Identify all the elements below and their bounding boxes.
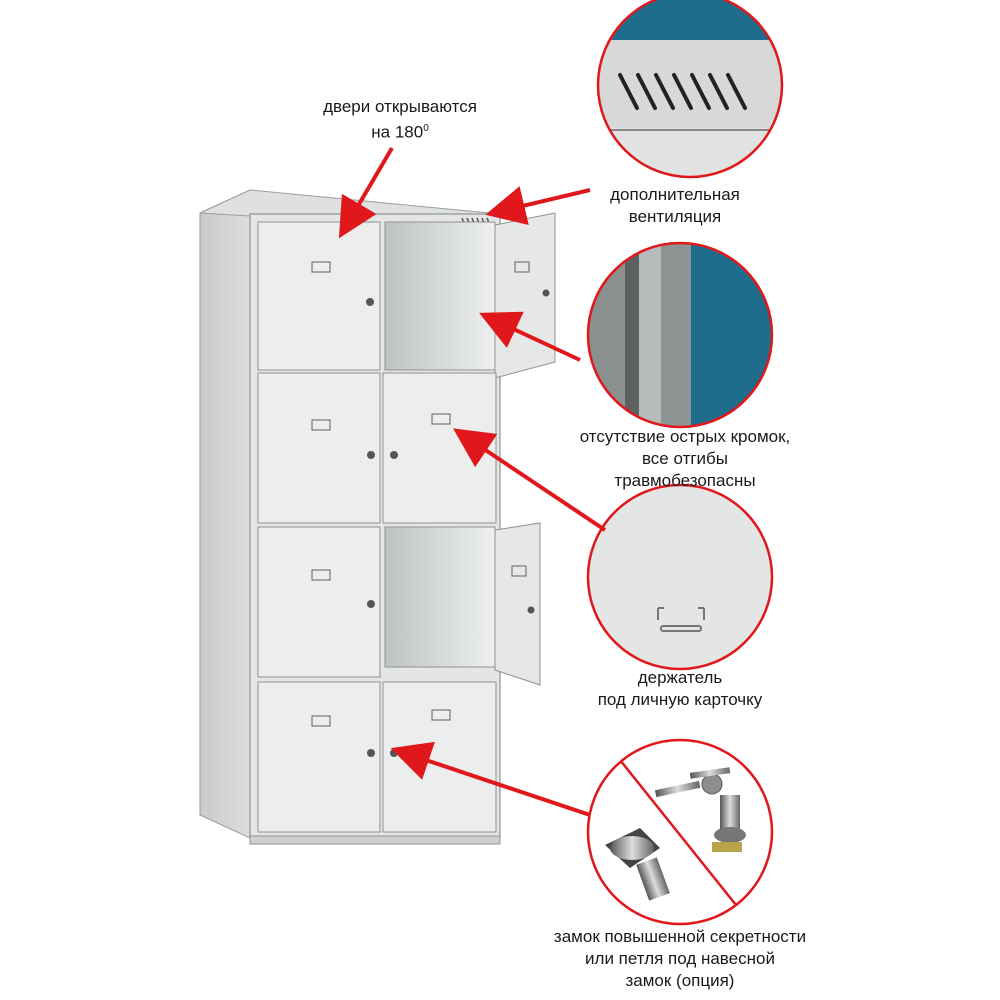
padlock-hasp-icon bbox=[605, 828, 670, 901]
open-compartment bbox=[384, 221, 496, 371]
cabinet-top bbox=[199, 189, 501, 217]
label-card-holder-line1: держатель bbox=[637, 668, 723, 687]
annotation-arrows bbox=[338, 146, 607, 817]
open-locker-door[interactable] bbox=[494, 522, 541, 686]
label-ventilation-line1: дополнительная bbox=[610, 185, 740, 204]
locker-door[interactable] bbox=[257, 221, 381, 371]
label-card-holder: держатель под личную карточку bbox=[565, 667, 795, 711]
label-lock-line3: замок (опция) bbox=[625, 971, 735, 990]
detail-safe-edges bbox=[586, 241, 774, 429]
arrow-ventilation bbox=[485, 186, 591, 226]
label-ventilation: дополнительная вентиляция bbox=[575, 184, 775, 228]
label-doors-line2: на 1800 bbox=[371, 122, 429, 142]
open-compartment bbox=[384, 526, 496, 668]
locker-cabinet bbox=[199, 189, 556, 845]
label-ventilation-line2: вентиляция bbox=[628, 207, 722, 226]
detail-ventilation bbox=[596, 0, 784, 179]
detail-lock bbox=[586, 738, 774, 926]
label-lock-line1: замок повышенной секретности bbox=[553, 927, 807, 946]
locker-door[interactable] bbox=[257, 372, 381, 524]
label-lock-line2: или петля под навесной bbox=[585, 949, 775, 968]
label-doors-line1: двери открываются bbox=[323, 97, 477, 116]
card-holder-icon bbox=[311, 261, 530, 727]
cam-lock-icon bbox=[712, 795, 746, 852]
label-edges-line2: все отгибы bbox=[641, 449, 729, 468]
arrow-lock bbox=[390, 741, 591, 817]
arrow-edges bbox=[479, 311, 581, 362]
label-doors: двери открываются на 1800 bbox=[270, 96, 530, 144]
detail-card-holder bbox=[586, 483, 774, 671]
label-edges-line3: травмобезопасны bbox=[614, 471, 756, 490]
label-edges-line1: отсутствие острых кромок, bbox=[579, 427, 791, 446]
label-edges: отсутствие острых кромок, все отгибы тра… bbox=[545, 426, 825, 492]
label-lock: замок повышенной секретности или петля п… bbox=[530, 926, 830, 992]
locker-door[interactable] bbox=[382, 681, 497, 833]
cabinet-plinth bbox=[249, 835, 501, 845]
locker-door[interactable] bbox=[257, 526, 381, 678]
arrow-card-holder bbox=[453, 428, 607, 532]
label-card-holder-line2: под личную карточку bbox=[597, 690, 763, 709]
cabinet-side-panel bbox=[199, 189, 251, 839]
key-icon bbox=[654, 767, 731, 798]
arrow-doors bbox=[338, 146, 394, 239]
locker-door[interactable] bbox=[257, 681, 381, 833]
